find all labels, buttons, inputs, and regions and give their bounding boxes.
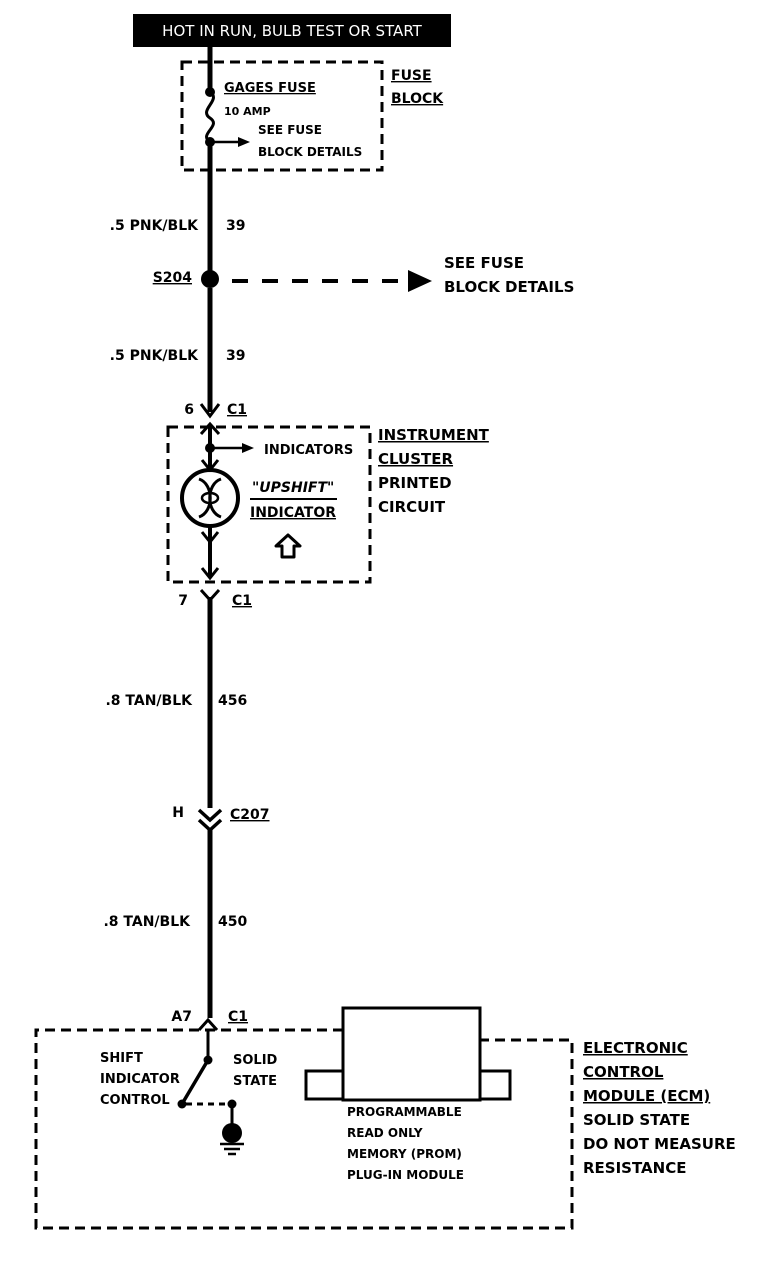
arrow-right-icon <box>238 137 250 147</box>
bulb-filament-loop <box>200 491 220 505</box>
connector-1-pin: 6 <box>184 402 194 418</box>
ground-icon <box>222 1123 242 1143</box>
solid-state-line1: SOLID <box>233 1053 278 1068</box>
switch-pivot <box>177 1099 187 1109</box>
fuse-see-line1: SEE FUSE <box>258 123 322 137</box>
indicators-label: INDICATORS <box>264 443 353 458</box>
fuse-block-box <box>180 60 384 172</box>
prom-label-line3: MEMORY (PROM) <box>347 1147 462 1161</box>
bulb-filament <box>208 477 222 519</box>
ecm-title-line2: CONTROL <box>583 1063 664 1081</box>
switch-label-line1: SHIFT <box>100 1051 143 1066</box>
fuse-icon <box>205 90 215 144</box>
ecm-box <box>34 1028 574 1230</box>
prom-label-line4: PLUG-IN MODULE <box>347 1168 464 1182</box>
fuse-rating: 10 AMP <box>224 105 271 118</box>
fuse-block-title-line1: FUSE <box>391 68 432 84</box>
connector-chevron-icon <box>197 1017 219 1032</box>
wire-1-circuit: 39 <box>226 218 245 234</box>
splice-see-line1: SEE FUSE <box>444 254 524 272</box>
ecm-note-line1: SOLID STATE <box>583 1111 690 1129</box>
arrow-right-icon <box>242 443 254 453</box>
connector-3-name: C207 <box>230 807 270 823</box>
ecm-note-line2: DO NOT MEASURE <box>583 1135 736 1153</box>
connector-1-name: C1 <box>227 402 247 418</box>
splice-node <box>201 270 219 288</box>
cluster-sub-line2: CIRCUIT <box>378 498 446 516</box>
instrument-cluster-box <box>166 425 372 584</box>
wire-2-gauge-color: .5 PNK/BLK <box>110 348 199 364</box>
connector-4-pin: A7 <box>171 1009 192 1025</box>
fuse-name: GAGES FUSE <box>224 81 316 96</box>
connector-chevron-icon <box>199 403 221 419</box>
connector-2-name: C1 <box>232 593 252 609</box>
bulb-label-line2: INDICATOR <box>250 505 336 521</box>
banner-text: HOT IN RUN, BULB TEST OR START <box>162 22 422 40</box>
ecm-note-line3: RESISTANCE <box>583 1159 686 1177</box>
switch-label-line2: INDICATOR <box>100 1072 180 1087</box>
cluster-sub-line1: PRINTED <box>378 474 452 492</box>
connector-chevron-icon <box>197 808 223 823</box>
wire-1-gauge-color: .5 PNK/BLK <box>110 218 199 234</box>
connector-4-name: C1 <box>228 1009 248 1025</box>
upshift-arrow-icon <box>274 533 302 559</box>
wire-4-gauge-color: .8 TAN/BLK <box>103 914 191 930</box>
splice-see-line2: BLOCK DETAILS <box>444 278 574 296</box>
arrow-right-icon <box>408 270 432 292</box>
arrow-down-icon <box>200 567 220 581</box>
splice-id: S204 <box>153 270 193 286</box>
ecm-title-line1: ELECTRONIC <box>583 1039 688 1057</box>
switch-label-line3: CONTROL <box>100 1093 170 1108</box>
fuse-see-line2: BLOCK DETAILS <box>258 145 362 159</box>
prom-label-line1: PROGRAMMABLE <box>347 1105 462 1119</box>
wire-4-circuit: 450 <box>218 914 247 930</box>
switch-blade <box>180 1059 210 1105</box>
solid-state-line2: STATE <box>233 1074 277 1089</box>
bulb-label-line1: "UPSHIFT" <box>252 480 334 496</box>
prom-module <box>341 1006 482 1102</box>
connector-2-pin: 7 <box>178 593 188 609</box>
wire-3-circuit: 456 <box>218 693 247 709</box>
wire-3-gauge-color: .8 TAN/BLK <box>105 693 193 709</box>
cluster-title-line1: INSTRUMENT <box>378 426 490 444</box>
ecm-title-line3: MODULE (ECM) <box>583 1087 710 1105</box>
prom-tab-right <box>478 1069 512 1101</box>
cluster-title-line2: CLUSTER <box>378 450 453 468</box>
prom-tab-left <box>304 1069 345 1101</box>
banner-background <box>133 14 451 47</box>
prom-label-line2: READ ONLY <box>347 1126 423 1140</box>
wire-2-circuit: 39 <box>226 348 245 364</box>
fuse-block-title-line2: BLOCK <box>391 91 444 107</box>
connector-3-pin: H <box>172 805 184 821</box>
